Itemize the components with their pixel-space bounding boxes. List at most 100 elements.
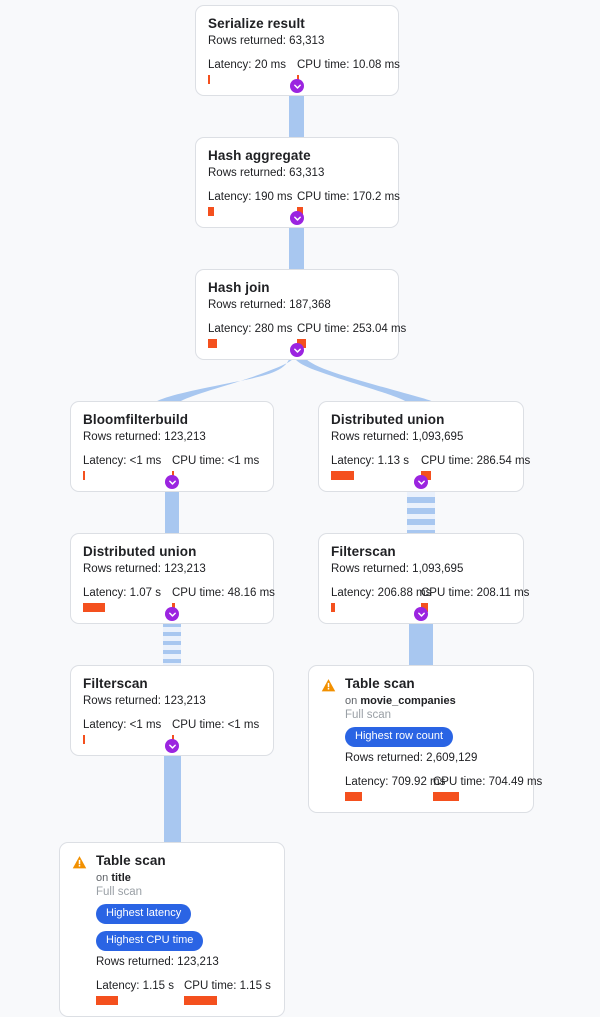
cpu-bar	[184, 996, 217, 1005]
rows-returned: Rows returned: 63,313	[208, 35, 325, 47]
node-title: Serialize result	[208, 16, 305, 31]
badge-highest-latency[interactable]: Highest latency	[96, 904, 192, 924]
node-header: Filterscan	[83, 675, 261, 692]
chevron-down-icon	[417, 480, 425, 485]
collapse-chevron-bloomfilterbuild[interactable]	[165, 475, 179, 489]
node-metrics: Latency: 190 ms CPU time: 170.2 ms	[208, 190, 400, 216]
cpu-label: CPU time: 10.08 ms	[297, 59, 400, 71]
rows-returned: Rows returned: 123,213	[83, 695, 206, 707]
node-title: Bloomfilterbuild	[83, 412, 189, 427]
cpu-metric: CPU time: 286.54 ms	[421, 454, 530, 480]
cpu-label: CPU time: 253.04 ms	[297, 323, 407, 335]
on-prefix: on	[96, 872, 109, 884]
table-name-line: on movie_companies	[345, 694, 521, 708]
cpu-label: CPU time: 48.16 ms	[172, 587, 275, 599]
latency-bar	[345, 792, 362, 801]
cpu-metric: CPU time: 704.49 ms	[433, 775, 542, 801]
node-metrics: Latency: 709.92 ms CPU time: 704.49 ms	[321, 775, 542, 801]
latency-bar	[331, 471, 354, 480]
node-metrics: Latency: 1.13 s CPU time: 286.54 ms	[331, 454, 530, 480]
latency-metric: Latency: 1.13 s	[331, 454, 421, 480]
rows-returned: Rows returned: 1,093,695	[331, 563, 464, 575]
collapse-chevron-hash-join[interactable]	[290, 343, 304, 357]
node-title: Hash aggregate	[208, 148, 311, 163]
node-title: Distributed union	[83, 544, 197, 559]
rows-returned: Rows returned: 187,368	[208, 299, 331, 311]
rows-returned: Rows returned: 123,213	[83, 431, 206, 443]
collapse-chevron-filterscan-left[interactable]	[165, 739, 179, 753]
rows-returned: Rows returned: 123,213	[83, 563, 206, 575]
latency-metric: Latency: <1 ms	[83, 454, 172, 480]
chevron-down-icon	[293, 84, 301, 89]
cpu-label: CPU time: 208.11 ms	[421, 587, 530, 599]
plan-node-table-scan-movie-companies[interactable]: Table scan on movie_companies Full scan …	[308, 665, 542, 813]
cpu-label: CPU time: <1 ms	[172, 719, 260, 731]
cpu-metric: CPU time: 1.15 s	[184, 979, 272, 1005]
latency-label: Latency: 206.88 ms	[331, 587, 432, 599]
latency-bar	[331, 603, 335, 612]
node-metrics: Latency: <1 ms CPU time: <1 ms	[83, 454, 261, 480]
chevron-down-icon	[168, 612, 176, 617]
latency-metric: Latency: 1.15 s	[96, 979, 184, 1005]
latency-bar	[208, 339, 217, 348]
latency-label: Latency: 280 ms	[208, 323, 293, 335]
latency-label: Latency: 20 ms	[208, 59, 286, 71]
latency-bar	[83, 603, 105, 612]
latency-label: Latency: 709.92 ms	[345, 776, 446, 788]
table-name: movie_companies	[360, 695, 456, 707]
node-title: Table scan	[345, 676, 415, 691]
cpu-bar	[433, 792, 459, 801]
on-prefix: on	[345, 695, 358, 707]
warning-icon	[72, 856, 87, 869]
latency-label: Latency: 1.13 s	[331, 455, 409, 467]
badge-highest-row-count[interactable]: Highest row count	[345, 727, 454, 747]
rows-returned: Rows returned: 123,213	[96, 956, 219, 968]
chevron-down-icon	[168, 744, 176, 749]
latency-label: Latency: 1.07 s	[83, 587, 161, 599]
node-title: Filterscan	[331, 544, 396, 559]
latency-bar	[83, 471, 85, 480]
node-title: Table scan	[96, 853, 166, 868]
badge-highest-cpu-time[interactable]: Highest CPU time	[96, 931, 204, 951]
chevron-down-icon	[293, 216, 301, 221]
warning-icon	[321, 679, 336, 692]
node-metrics: Latency: 20 ms CPU time: 10.08 ms	[208, 58, 400, 84]
chevron-down-icon	[417, 612, 425, 617]
node-metrics: Latency: 206.88 ms CPU time: 208.11 ms	[331, 586, 530, 612]
table-name-line: on title	[96, 871, 272, 885]
collapse-chevron-serialize-result[interactable]	[290, 79, 304, 93]
latency-metric: Latency: 190 ms	[208, 190, 297, 216]
latency-bar	[83, 735, 85, 744]
latency-label: Latency: <1 ms	[83, 719, 162, 731]
badge-list: Highest row count	[345, 727, 521, 747]
node-header: Table scan	[321, 675, 521, 693]
latency-metric: Latency: 280 ms	[208, 322, 297, 348]
latency-bar	[96, 996, 118, 1005]
latency-bar	[208, 207, 214, 216]
collapse-chevron-filterscan-right[interactable]	[414, 607, 428, 621]
node-header: Distributed union	[331, 411, 511, 428]
cpu-label: CPU time: 170.2 ms	[297, 191, 400, 203]
collapse-chevron-distributed-union-right[interactable]	[414, 475, 428, 489]
collapse-chevron-distributed-union-left[interactable]	[165, 607, 179, 621]
node-metrics: Latency: 1.15 s CPU time: 1.15 s	[72, 979, 272, 1005]
cpu-metric: CPU time: 253.04 ms	[297, 322, 407, 348]
node-title: Distributed union	[331, 412, 445, 427]
latency-label: Latency: 190 ms	[208, 191, 293, 203]
cpu-label: CPU time: 1.15 s	[184, 980, 271, 992]
latency-metric: Latency: 20 ms	[208, 58, 297, 84]
rows-returned: Rows returned: 1,093,695	[331, 431, 464, 443]
scan-type: Full scan	[345, 709, 392, 721]
chevron-down-icon	[168, 480, 176, 485]
node-header: Hash join	[208, 279, 386, 296]
node-metrics: Latency: 280 ms CPU time: 253.04 ms	[208, 322, 407, 348]
node-header: Table scan	[72, 852, 272, 870]
node-header: Bloomfilterbuild	[83, 411, 261, 428]
collapse-chevron-hash-aggregate[interactable]	[290, 211, 304, 225]
chevron-down-icon	[293, 348, 301, 353]
badge-list: Highest latency Highest CPU time	[96, 904, 272, 951]
rows-returned: Rows returned: 2,609,129	[345, 752, 478, 764]
scan-type: Full scan	[96, 886, 143, 898]
rows-returned: Rows returned: 63,313	[208, 167, 325, 179]
